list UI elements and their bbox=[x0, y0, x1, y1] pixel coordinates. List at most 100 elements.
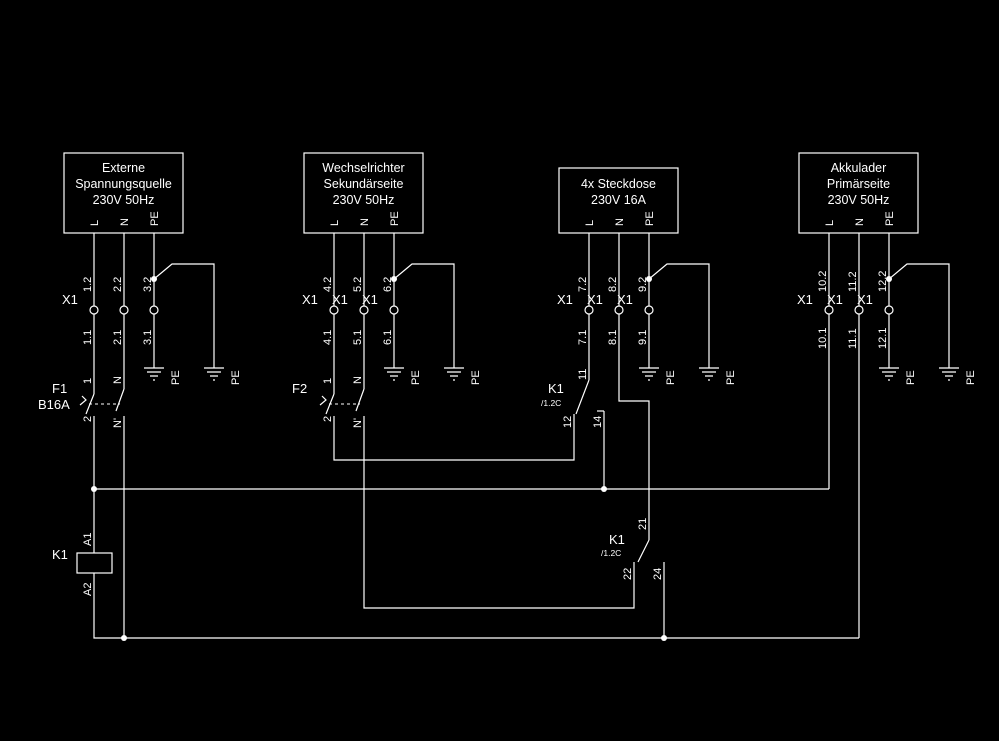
x1-label: X1 bbox=[332, 292, 348, 307]
junction-dot bbox=[151, 276, 157, 282]
x1-label: X1 bbox=[797, 292, 813, 307]
fuse-name: F2 bbox=[292, 381, 307, 396]
pin-label-pe: PE bbox=[149, 211, 161, 226]
box-rating: 230V 50Hz bbox=[333, 193, 395, 207]
terminal-11 bbox=[854, 305, 864, 315]
pin-number: 14 bbox=[592, 416, 604, 428]
box-title-line2: Spannungsquelle bbox=[75, 177, 172, 191]
pin-number: N' bbox=[112, 418, 124, 428]
pin-label-n: N bbox=[359, 218, 371, 226]
box-title-line2: Primärseite bbox=[827, 177, 890, 191]
ground-icon bbox=[144, 367, 164, 381]
terminal-number: 12.2 bbox=[877, 271, 889, 292]
pin-label-l: L bbox=[329, 220, 341, 226]
terminal-strip-x1: X1 X1 X1 X1 X1 X1 X1 X1 X1 X1 1.2 2.2 3.… bbox=[62, 271, 894, 349]
terminal-number: 12.1 bbox=[877, 328, 889, 349]
ground-symbols: PE PE PE PE PE PE PE PE bbox=[144, 367, 977, 385]
terminal-number: 2.1 bbox=[112, 330, 124, 345]
x1-label: X1 bbox=[587, 292, 603, 307]
pin-number: N bbox=[112, 376, 124, 384]
pin-label-l: L bbox=[89, 220, 101, 226]
pin-number: 24 bbox=[652, 568, 664, 580]
coil-name: K1 bbox=[52, 547, 68, 562]
contact-name: K1 bbox=[609, 532, 625, 547]
ground-icon bbox=[444, 367, 464, 381]
pin-number: N' bbox=[352, 418, 364, 428]
ground-icon bbox=[204, 367, 224, 381]
ground-label: PE bbox=[725, 370, 737, 385]
terminal-9 bbox=[644, 305, 654, 315]
x1-label: X1 bbox=[827, 292, 843, 307]
pin-label-pe: PE bbox=[389, 211, 401, 226]
box-title-line1: 4x Steckdose bbox=[581, 177, 656, 191]
terminal-6 bbox=[389, 305, 399, 315]
pin-label-n: N bbox=[854, 218, 866, 226]
junction-dot bbox=[886, 276, 892, 282]
fuse-rating: B16A bbox=[38, 397, 70, 412]
terminal-number: 6.1 bbox=[382, 330, 394, 345]
terminal-2 bbox=[119, 305, 129, 315]
relay-contact-k1-11: K1 /1.2C 11 12 14 bbox=[541, 369, 604, 428]
wires bbox=[93, 233, 950, 639]
terminal-1 bbox=[89, 305, 99, 315]
box-rating: 230V 16A bbox=[591, 193, 647, 207]
x1-label: X1 bbox=[857, 292, 873, 307]
pin-number: A1 bbox=[82, 533, 94, 546]
pin-number: 11 bbox=[577, 369, 589, 380]
pin-number: A2 bbox=[82, 583, 94, 596]
x1-label: X1 bbox=[557, 292, 573, 307]
terminal-number: 11.1 bbox=[847, 328, 859, 349]
terminal-number: 3.2 bbox=[142, 277, 154, 292]
junction-dot bbox=[646, 276, 652, 282]
pin-number: 1 bbox=[322, 378, 334, 384]
terminal-3 bbox=[149, 305, 159, 315]
terminal-number: 11.2 bbox=[847, 271, 859, 292]
terminal-number: 8.1 bbox=[607, 330, 619, 345]
relay-coil-k1: K1 A1 A2 bbox=[52, 533, 113, 596]
junction-dot bbox=[391, 276, 397, 282]
x1-label: X1 bbox=[362, 292, 378, 307]
pin-label-pe: PE bbox=[884, 211, 896, 226]
box-steckdose: 4x Steckdose 230V 16A L N PE bbox=[558, 167, 679, 234]
terminal-number: 2.2 bbox=[112, 277, 124, 292]
terminal-5 bbox=[359, 305, 369, 315]
box-wechselrichter: Wechselrichter Sekundärseite 230V 50Hz L… bbox=[303, 152, 424, 234]
box-title-line1: Akkulader bbox=[831, 161, 887, 175]
box-title-line1: Externe bbox=[102, 161, 145, 175]
ground-icon bbox=[639, 367, 659, 381]
terminal-8 bbox=[614, 305, 624, 315]
box-rating: 230V 50Hz bbox=[93, 193, 155, 207]
terminal-10 bbox=[824, 305, 834, 315]
pin-number: 21 bbox=[637, 518, 649, 530]
ground-icon bbox=[699, 367, 719, 381]
fuse-name: F1 bbox=[52, 381, 67, 396]
pin-number: 1 bbox=[82, 378, 94, 384]
terminal-number: 8.2 bbox=[607, 277, 619, 292]
terminal-number: 1.1 bbox=[82, 330, 94, 345]
terminal-number: 10.1 bbox=[817, 328, 829, 349]
terminal-number: 9.2 bbox=[637, 277, 649, 292]
terminal-12 bbox=[884, 305, 894, 315]
junction-dot bbox=[121, 635, 127, 641]
circuit-breaker-f1: F1 B16A 1 N 2 N' bbox=[38, 376, 125, 428]
terminal-4 bbox=[329, 305, 339, 315]
pin-label-n: N bbox=[614, 218, 626, 226]
junction-dot bbox=[661, 635, 667, 641]
terminal-number: 7.2 bbox=[577, 277, 589, 292]
pin-number: 22 bbox=[622, 568, 634, 580]
terminal-number: 5.1 bbox=[352, 330, 364, 345]
junction-dots bbox=[91, 276, 892, 641]
junction-dot bbox=[601, 486, 607, 492]
box-title-line2: Sekundärseite bbox=[324, 177, 404, 191]
terminal-number: 1.2 bbox=[82, 277, 94, 292]
terminal-number: 4.1 bbox=[322, 330, 334, 345]
ground-label: PE bbox=[665, 370, 677, 385]
terminal-number: 9.1 bbox=[637, 330, 649, 345]
ground-label: PE bbox=[470, 370, 482, 385]
relay-contact-k1-21: K1 /1.2C 21 22 24 bbox=[601, 518, 664, 582]
box-externe-spannungsquelle: Externe Spannungsquelle 230V 50Hz L N PE bbox=[63, 152, 184, 234]
contact-reference: /1.2C bbox=[601, 548, 621, 558]
pin-number: 2 bbox=[82, 416, 94, 422]
